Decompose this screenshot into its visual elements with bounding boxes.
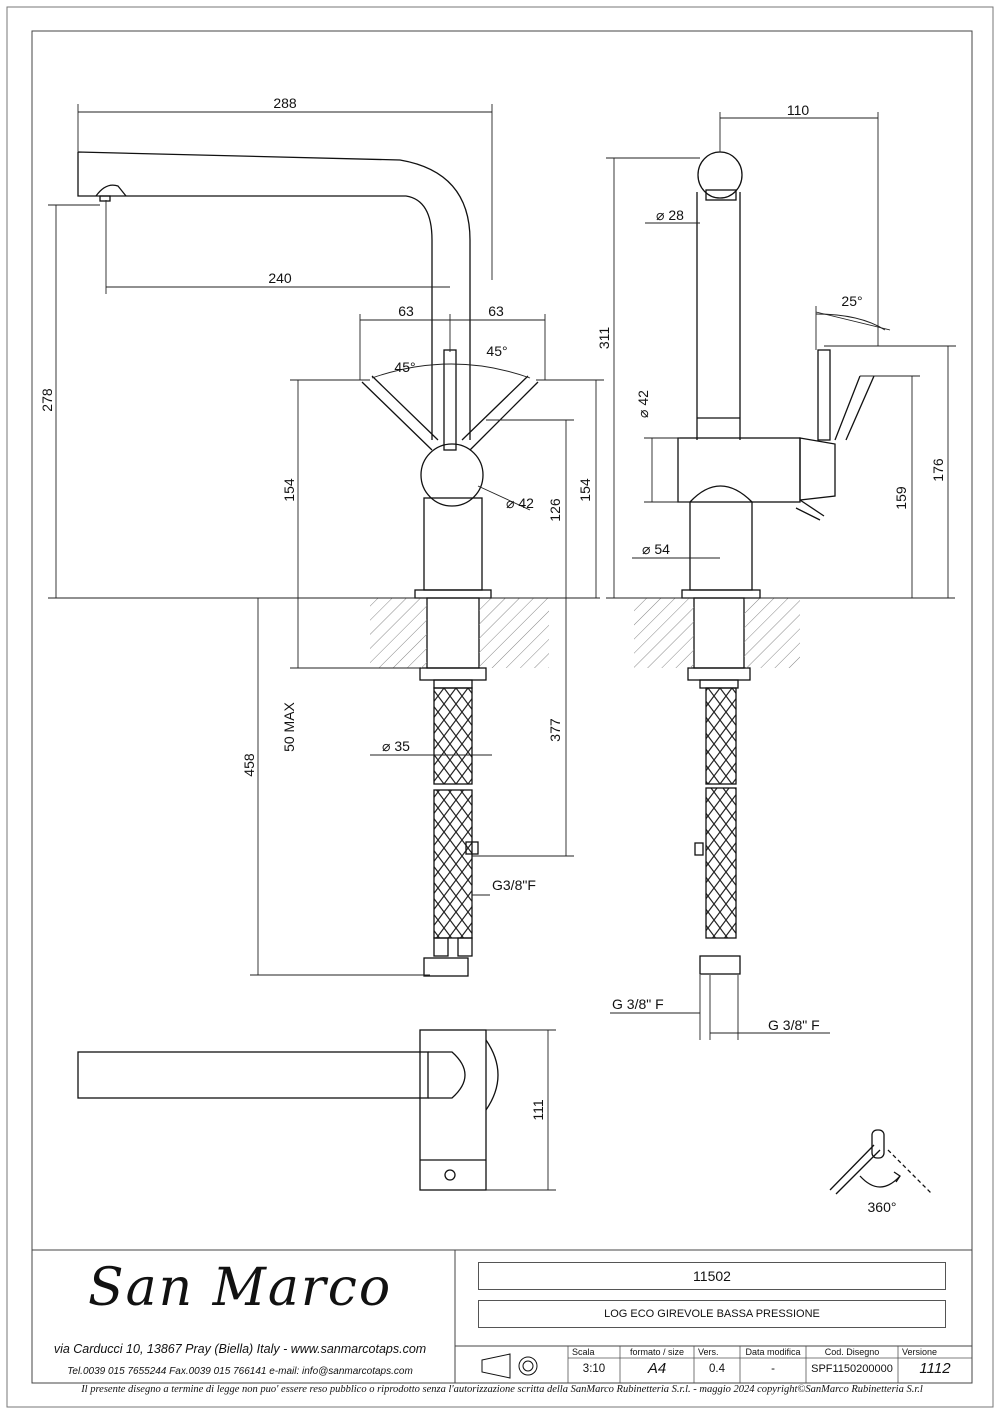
hose-front-upper bbox=[433, 687, 473, 785]
dim-377: 377 bbox=[547, 718, 563, 742]
dim-45-left: 45° bbox=[394, 359, 415, 375]
header-data-modifica: Data modifica bbox=[745, 1347, 801, 1357]
description-box: LOG ECO GIREVOLE BASSA PRESSIONE bbox=[478, 1300, 946, 1328]
san-marco-logo: San Marco bbox=[88, 1258, 393, 1318]
dim-g38f-side-right: G 3/8" F bbox=[768, 1017, 820, 1033]
countertop-front-right bbox=[479, 598, 549, 668]
dim-dia54: ⌀ 54 bbox=[642, 541, 670, 557]
product-description: LOG ECO GIREVOLE BASSA PRESSIONE bbox=[604, 1308, 820, 1320]
header-vers: Vers. bbox=[698, 1347, 719, 1357]
projection-symbol-icon bbox=[481, 1353, 538, 1379]
header-cod-disegno: Cod. Disegno bbox=[824, 1347, 880, 1357]
dim-154-right: 154 bbox=[577, 478, 593, 502]
company-address: via Carducci 10, 13867 Pray (Biella) Ita… bbox=[53, 1342, 427, 1356]
dim-288: 288 bbox=[273, 95, 297, 111]
body-circle-front bbox=[420, 443, 484, 507]
shank-side bbox=[693, 597, 745, 669]
dim-126: 126 bbox=[547, 498, 563, 522]
value-cod-disegno: SPF1150200000 bbox=[811, 1363, 893, 1375]
header-versione: Versione bbox=[902, 1347, 938, 1357]
dim-110: 110 bbox=[787, 102, 810, 118]
dim-240: 240 bbox=[268, 270, 292, 286]
dim-dia42-side: ⌀ 42 bbox=[635, 390, 651, 418]
dim-dia35: ⌀ 35 bbox=[382, 738, 410, 754]
lever-front bbox=[443, 349, 457, 451]
article-number-box: 11502 bbox=[478, 1262, 946, 1290]
countertop-side-right bbox=[744, 598, 800, 668]
shank-front bbox=[426, 597, 480, 669]
value-formato: A4 bbox=[647, 1360, 667, 1377]
body-side bbox=[677, 437, 801, 503]
body-column-front bbox=[423, 497, 483, 591]
dim-176: 176 bbox=[930, 458, 946, 482]
inner-frame bbox=[31, 30, 973, 1384]
value-scala: 3:10 bbox=[582, 1363, 606, 1375]
spout-front bbox=[77, 151, 471, 440]
company-contacts: Tel.0039 015 7655244 Fax.0039 015 766141… bbox=[67, 1366, 413, 1377]
hose-front-lower bbox=[433, 789, 473, 939]
hose-side-lower bbox=[705, 787, 737, 939]
dim-50max: 50 MAX bbox=[281, 701, 297, 751]
dim-45-right: 45° bbox=[486, 343, 507, 359]
header-scala: Scala bbox=[572, 1347, 595, 1357]
copyright-footer: Il presente disegno a termine di legge n… bbox=[81, 1384, 923, 1395]
dim-63-right: 63 bbox=[488, 303, 504, 319]
dim-278: 278 bbox=[39, 388, 55, 412]
rotation-360-icon bbox=[829, 1129, 933, 1195]
body-top bbox=[419, 1029, 487, 1191]
value-vers: 0.4 bbox=[709, 1363, 725, 1375]
dim-25: 25° bbox=[841, 293, 862, 309]
dim-63-left: 63 bbox=[398, 303, 414, 319]
spout-top bbox=[77, 1051, 429, 1099]
header-formato: formato / size bbox=[629, 1347, 685, 1357]
dim-311: 311 bbox=[596, 327, 612, 350]
dim-111: 111 bbox=[530, 1099, 546, 1120]
value-data-modifica: - bbox=[771, 1363, 775, 1375]
dim-g38f-side-left: G 3/8" F bbox=[612, 996, 664, 1012]
outer-frame bbox=[6, 6, 994, 1408]
value-versione: 1112 bbox=[919, 1360, 951, 1377]
dim-dia42-front: ⌀ 42 bbox=[506, 495, 534, 511]
countertop-side-left bbox=[634, 598, 694, 668]
dim-159: 159 bbox=[893, 486, 909, 510]
dim-g38f-front: G3/8"F bbox=[492, 877, 536, 893]
lever-side bbox=[817, 349, 831, 441]
countertop-front-left bbox=[370, 598, 427, 668]
article-number: 11502 bbox=[693, 1268, 731, 1284]
dim-458: 458 bbox=[241, 753, 257, 777]
rotation-label: 360° bbox=[868, 1199, 897, 1215]
dim-dia28: ⌀ 28 bbox=[656, 207, 684, 223]
spout-side bbox=[696, 192, 741, 440]
dim-154-left: 154 bbox=[281, 478, 297, 502]
hose-side-upper bbox=[705, 687, 737, 785]
